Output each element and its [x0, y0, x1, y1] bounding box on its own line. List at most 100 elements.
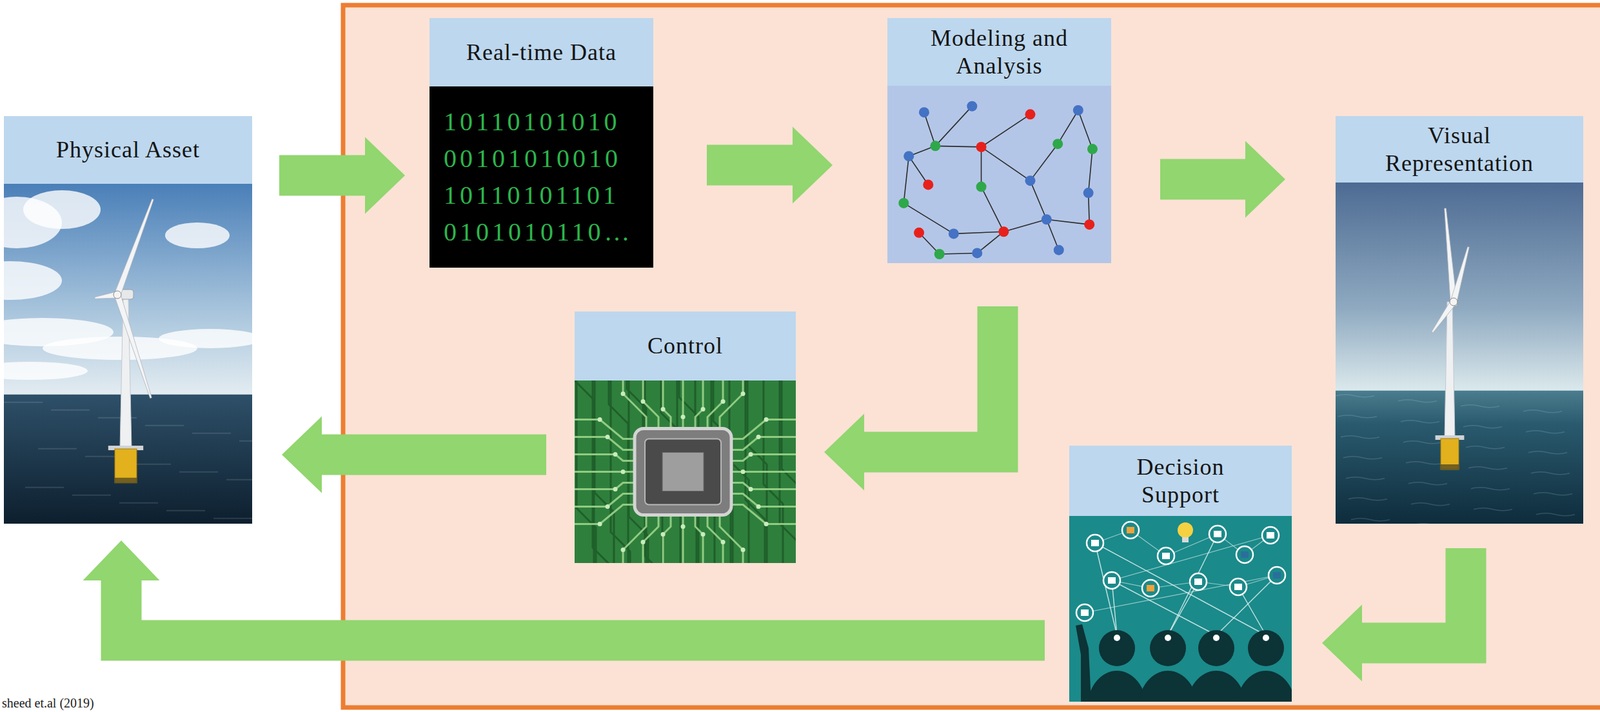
illustration-part	[1041, 214, 1052, 225]
turbine-photo	[3, 183, 253, 524]
illustration-part	[1122, 521, 1139, 539]
illustration-part	[1449, 297, 1458, 306]
network-graph	[887, 85, 1112, 264]
illustration-part	[1076, 604, 1094, 622]
illustration-part	[1463, 425, 1502, 429]
illustration-part	[740, 547, 746, 553]
illustration-part	[644, 439, 721, 505]
node-header: Control	[574, 311, 796, 381]
illustration-part	[132, 463, 171, 465]
illustration-part	[179, 471, 218, 473]
illustration-part	[1177, 522, 1194, 538]
illustration-part	[38, 448, 77, 450]
illustration-part	[662, 515, 671, 564]
turbine-render	[1335, 182, 1584, 524]
illustration-part	[1083, 187, 1094, 198]
illustration-part	[682, 515, 685, 564]
illustration-part	[701, 406, 706, 412]
process-box: Control	[574, 311, 796, 563]
illustration-part	[695, 515, 703, 564]
node-header: Modeling and Analysis	[887, 18, 1112, 86]
illustration-part	[1523, 410, 1562, 413]
illustration-part	[971, 247, 983, 258]
illustration-part	[1335, 182, 1584, 391]
node-header: Physical Asset	[3, 116, 253, 184]
illustration-part	[192, 432, 231, 435]
binary-digits: 0101010110…	[443, 213, 634, 251]
illustration-part	[50, 409, 90, 411]
illustration-part	[1113, 634, 1121, 642]
illustration-part	[1398, 399, 1437, 403]
illustration-part	[113, 290, 122, 299]
illustration-part	[634, 428, 732, 516]
frame-rect	[343, 5, 1600, 708]
illustration-part	[3, 401, 43, 404]
illustration-part	[114, 199, 154, 297]
illustration-part	[1194, 578, 1203, 585]
illustration-part	[1400, 420, 1440, 424]
illustration-part	[621, 391, 626, 396]
illustration-part	[621, 469, 626, 475]
node-title: Decision Support	[1113, 453, 1249, 509]
illustration-part	[1468, 466, 1508, 470]
illustration-part	[887, 85, 1112, 264]
illustration-part	[145, 424, 184, 427]
node-title: Control	[647, 332, 723, 360]
illustration-part	[998, 226, 1009, 237]
illustration-part	[3, 261, 62, 300]
illustration-part	[1084, 575, 1277, 613]
illustration-part	[1087, 670, 1147, 702]
node-header: Real-time Data	[429, 18, 654, 87]
illustration-part	[1411, 503, 1450, 506]
illustration-part	[748, 452, 754, 457]
chip-picture	[574, 380, 796, 563]
illustration-part	[114, 448, 137, 484]
illustration-part	[1186, 670, 1246, 702]
illustration-part	[1103, 572, 1121, 589]
illustration-part	[720, 399, 726, 404]
illustration-part	[731, 437, 796, 451]
process-box: Modeling and Analysis	[887, 18, 1112, 264]
illustration-part	[898, 197, 909, 209]
illustration-part	[1335, 394, 1375, 398]
illustration-part	[605, 504, 611, 509]
illustration-part	[1525, 430, 1565, 434]
illustration-part	[1236, 670, 1292, 702]
illustration-part	[1057, 110, 1079, 144]
illustration-part	[695, 380, 703, 429]
illustration-part	[1262, 526, 1279, 544]
illustration-part	[756, 434, 761, 440]
illustration-part	[720, 539, 726, 545]
illustration-part	[939, 252, 978, 255]
illustration-part	[1465, 446, 1505, 449]
illustration-part	[764, 521, 769, 527]
illustration-part	[574, 437, 635, 451]
illustration-part	[1111, 535, 1271, 581]
flow-arrow	[706, 127, 833, 204]
illustration-part	[966, 101, 978, 112]
illustration-part	[165, 222, 230, 249]
illustration-part	[1088, 148, 1093, 193]
illustration-part	[642, 380, 659, 429]
illustration-part	[980, 147, 983, 188]
illustration-part	[1091, 539, 1099, 547]
illustration-part	[574, 470, 635, 473]
illustration-part	[1234, 583, 1243, 591]
illustration-part	[1182, 537, 1189, 543]
process-box: Visual Representation	[1335, 116, 1584, 524]
illustration-part	[1080, 609, 1089, 616]
flow-arrow	[1322, 548, 1487, 682]
binary-digits: 10110101101	[443, 176, 620, 214]
illustration-part	[3, 361, 88, 380]
process-box: Decision Support	[1069, 445, 1292, 702]
illustration-part	[719, 515, 743, 564]
illustration-part	[924, 112, 936, 146]
illustration-part	[1440, 464, 1459, 470]
illustration-part	[981, 114, 1031, 148]
illustration-part	[1348, 497, 1388, 501]
illustration-part	[1029, 180, 1047, 220]
illustration-part	[1213, 530, 1222, 538]
illustration-part	[574, 483, 635, 490]
illustration-part	[1268, 566, 1286, 584]
illustration-part	[1335, 390, 1584, 524]
